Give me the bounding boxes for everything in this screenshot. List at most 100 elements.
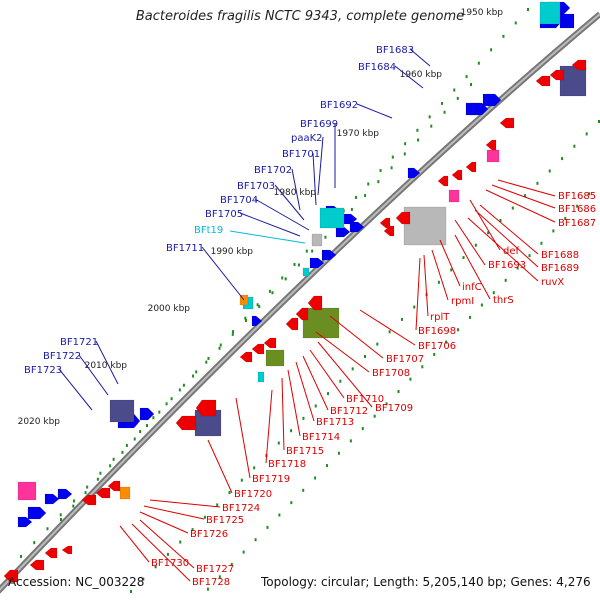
inner2-guide-dot (552, 229, 555, 233)
forward-gene-label: BF1692 (320, 100, 358, 111)
scale-guide-dot (416, 128, 419, 132)
reverse-gene-arrow (307, 295, 323, 311)
scale-guide-dot (207, 356, 210, 360)
reverse-gene-label: BF1726 (190, 529, 228, 540)
forward-gene-arrow (321, 249, 337, 261)
scale-tick-label: 1960 kbp (400, 70, 443, 80)
outer-guide-dot (311, 249, 314, 253)
outer-guide-dot (20, 555, 22, 558)
scale-guide-dot (244, 316, 247, 320)
reverse-gene-label: BF1686 (558, 204, 596, 215)
map-title: Bacteroides fragilis NCTC 9343, complete… (135, 9, 465, 24)
forward-label-leader (291, 168, 301, 211)
forward-gene-arrow (27, 506, 47, 520)
rna-pink-block (17, 481, 37, 501)
reverse-gene-arrow (285, 317, 299, 331)
reverse-gene-arrow (451, 169, 463, 181)
reverse-gene-arrow (61, 545, 73, 555)
outer-guide-dot (377, 180, 380, 184)
outer-guide-dot (139, 430, 142, 434)
reverse-gene-arrow (437, 175, 449, 187)
scale-guide-dot (121, 450, 124, 454)
reverse-gene-arrow (175, 415, 197, 431)
inner2-guide-dot (445, 340, 448, 344)
inner-guide-dot (130, 590, 132, 593)
forward-label-leader (394, 65, 424, 89)
olive-gene-block (265, 349, 285, 367)
scale-guide-dot (170, 397, 173, 401)
inner2-guide-dot (206, 587, 209, 591)
reverse-label-leader (139, 511, 189, 534)
inner-guide-dot (302, 416, 305, 420)
inner-guide-dot (499, 218, 502, 222)
outer-guide-dot (178, 388, 181, 392)
reverse-label-leader (317, 341, 373, 408)
scale-guide-dot (146, 424, 149, 428)
reverse-gene-label: infC (462, 282, 482, 293)
reverse-gene-label: rplT (430, 312, 450, 323)
scale-guide-dot (109, 464, 112, 468)
inner2-guide-dot (457, 328, 460, 332)
inner2-guide-dot (385, 402, 388, 406)
inner-guide-dot (437, 280, 440, 284)
reverse-gene-label: BF1698 (418, 326, 456, 337)
inner2-guide-dot (504, 278, 507, 282)
outer-guide-dot (364, 194, 367, 198)
accession-text: Accession: NC_003228 (8, 575, 145, 589)
inner-guide-dot (573, 144, 576, 148)
forward-gene-arrow (57, 488, 73, 500)
inner-guide-dot (154, 565, 157, 569)
inner2-guide-dot (480, 303, 483, 307)
inner-guide-dot (536, 181, 539, 185)
scale-guide-dot (96, 477, 99, 481)
reverse-gene-arrow (29, 559, 45, 571)
inner2-guide-dot (397, 390, 400, 393)
scale-guide-dot (514, 21, 517, 25)
inner-guide-dot (474, 243, 477, 247)
reverse-label-leader (265, 389, 273, 464)
forward-gene-label: BF1683 (376, 45, 414, 56)
outer-guide-dot (112, 457, 115, 461)
inner-guide-dot (524, 194, 527, 198)
cds-cyan-block (302, 267, 310, 277)
inner-guide-dot (413, 305, 416, 309)
reverse-gene-arrow (251, 343, 265, 355)
reverse-label-leader (454, 219, 486, 266)
outer-guide-dot (456, 96, 459, 100)
outer-guide-dot (417, 138, 420, 142)
inner2-guide-dot (468, 315, 471, 319)
scale-guide-dot (232, 330, 235, 334)
inner-guide-dot (598, 120, 600, 123)
inner-guide-dot (351, 367, 354, 371)
scale-guide-dot (268, 289, 271, 293)
reverse-gene-arrow (195, 399, 217, 417)
reverse-label-leader (295, 361, 315, 422)
reverse-label-leader (497, 179, 556, 197)
reverse-label-leader (143, 505, 205, 520)
scale-guide-dot (391, 155, 394, 159)
reverse-gene-arrow (465, 161, 477, 173)
reverse-label-leader (359, 309, 416, 346)
reverse-gene-arrow (549, 69, 565, 81)
reverse-gene-arrow (95, 487, 111, 499)
reverse-gene-arrow (263, 337, 277, 349)
scale-guide-dot (440, 101, 443, 105)
scale-guide-dot (527, 8, 529, 11)
outer-guide-dot (284, 277, 287, 281)
reverse-gene-label: BF1709 (375, 403, 413, 414)
forward-gene-arrow (482, 93, 502, 107)
inner2-guide-dot (564, 217, 567, 221)
scale-guide-dot (195, 370, 198, 374)
scale-tick-label: 2010 kbp (85, 361, 128, 371)
forward-gene-label: BF1711 (166, 243, 204, 254)
inner-guide-dot (450, 268, 453, 272)
reverse-label-leader (139, 519, 195, 569)
reverse-label-leader (149, 499, 221, 508)
reverse-gene-label: BF1720 (234, 489, 272, 500)
outer-guide-dot (231, 332, 234, 336)
reverse-gene-label: BF1693 (488, 260, 526, 271)
inner2-guide-dot (588, 192, 591, 196)
forward-label-leader (95, 340, 119, 385)
